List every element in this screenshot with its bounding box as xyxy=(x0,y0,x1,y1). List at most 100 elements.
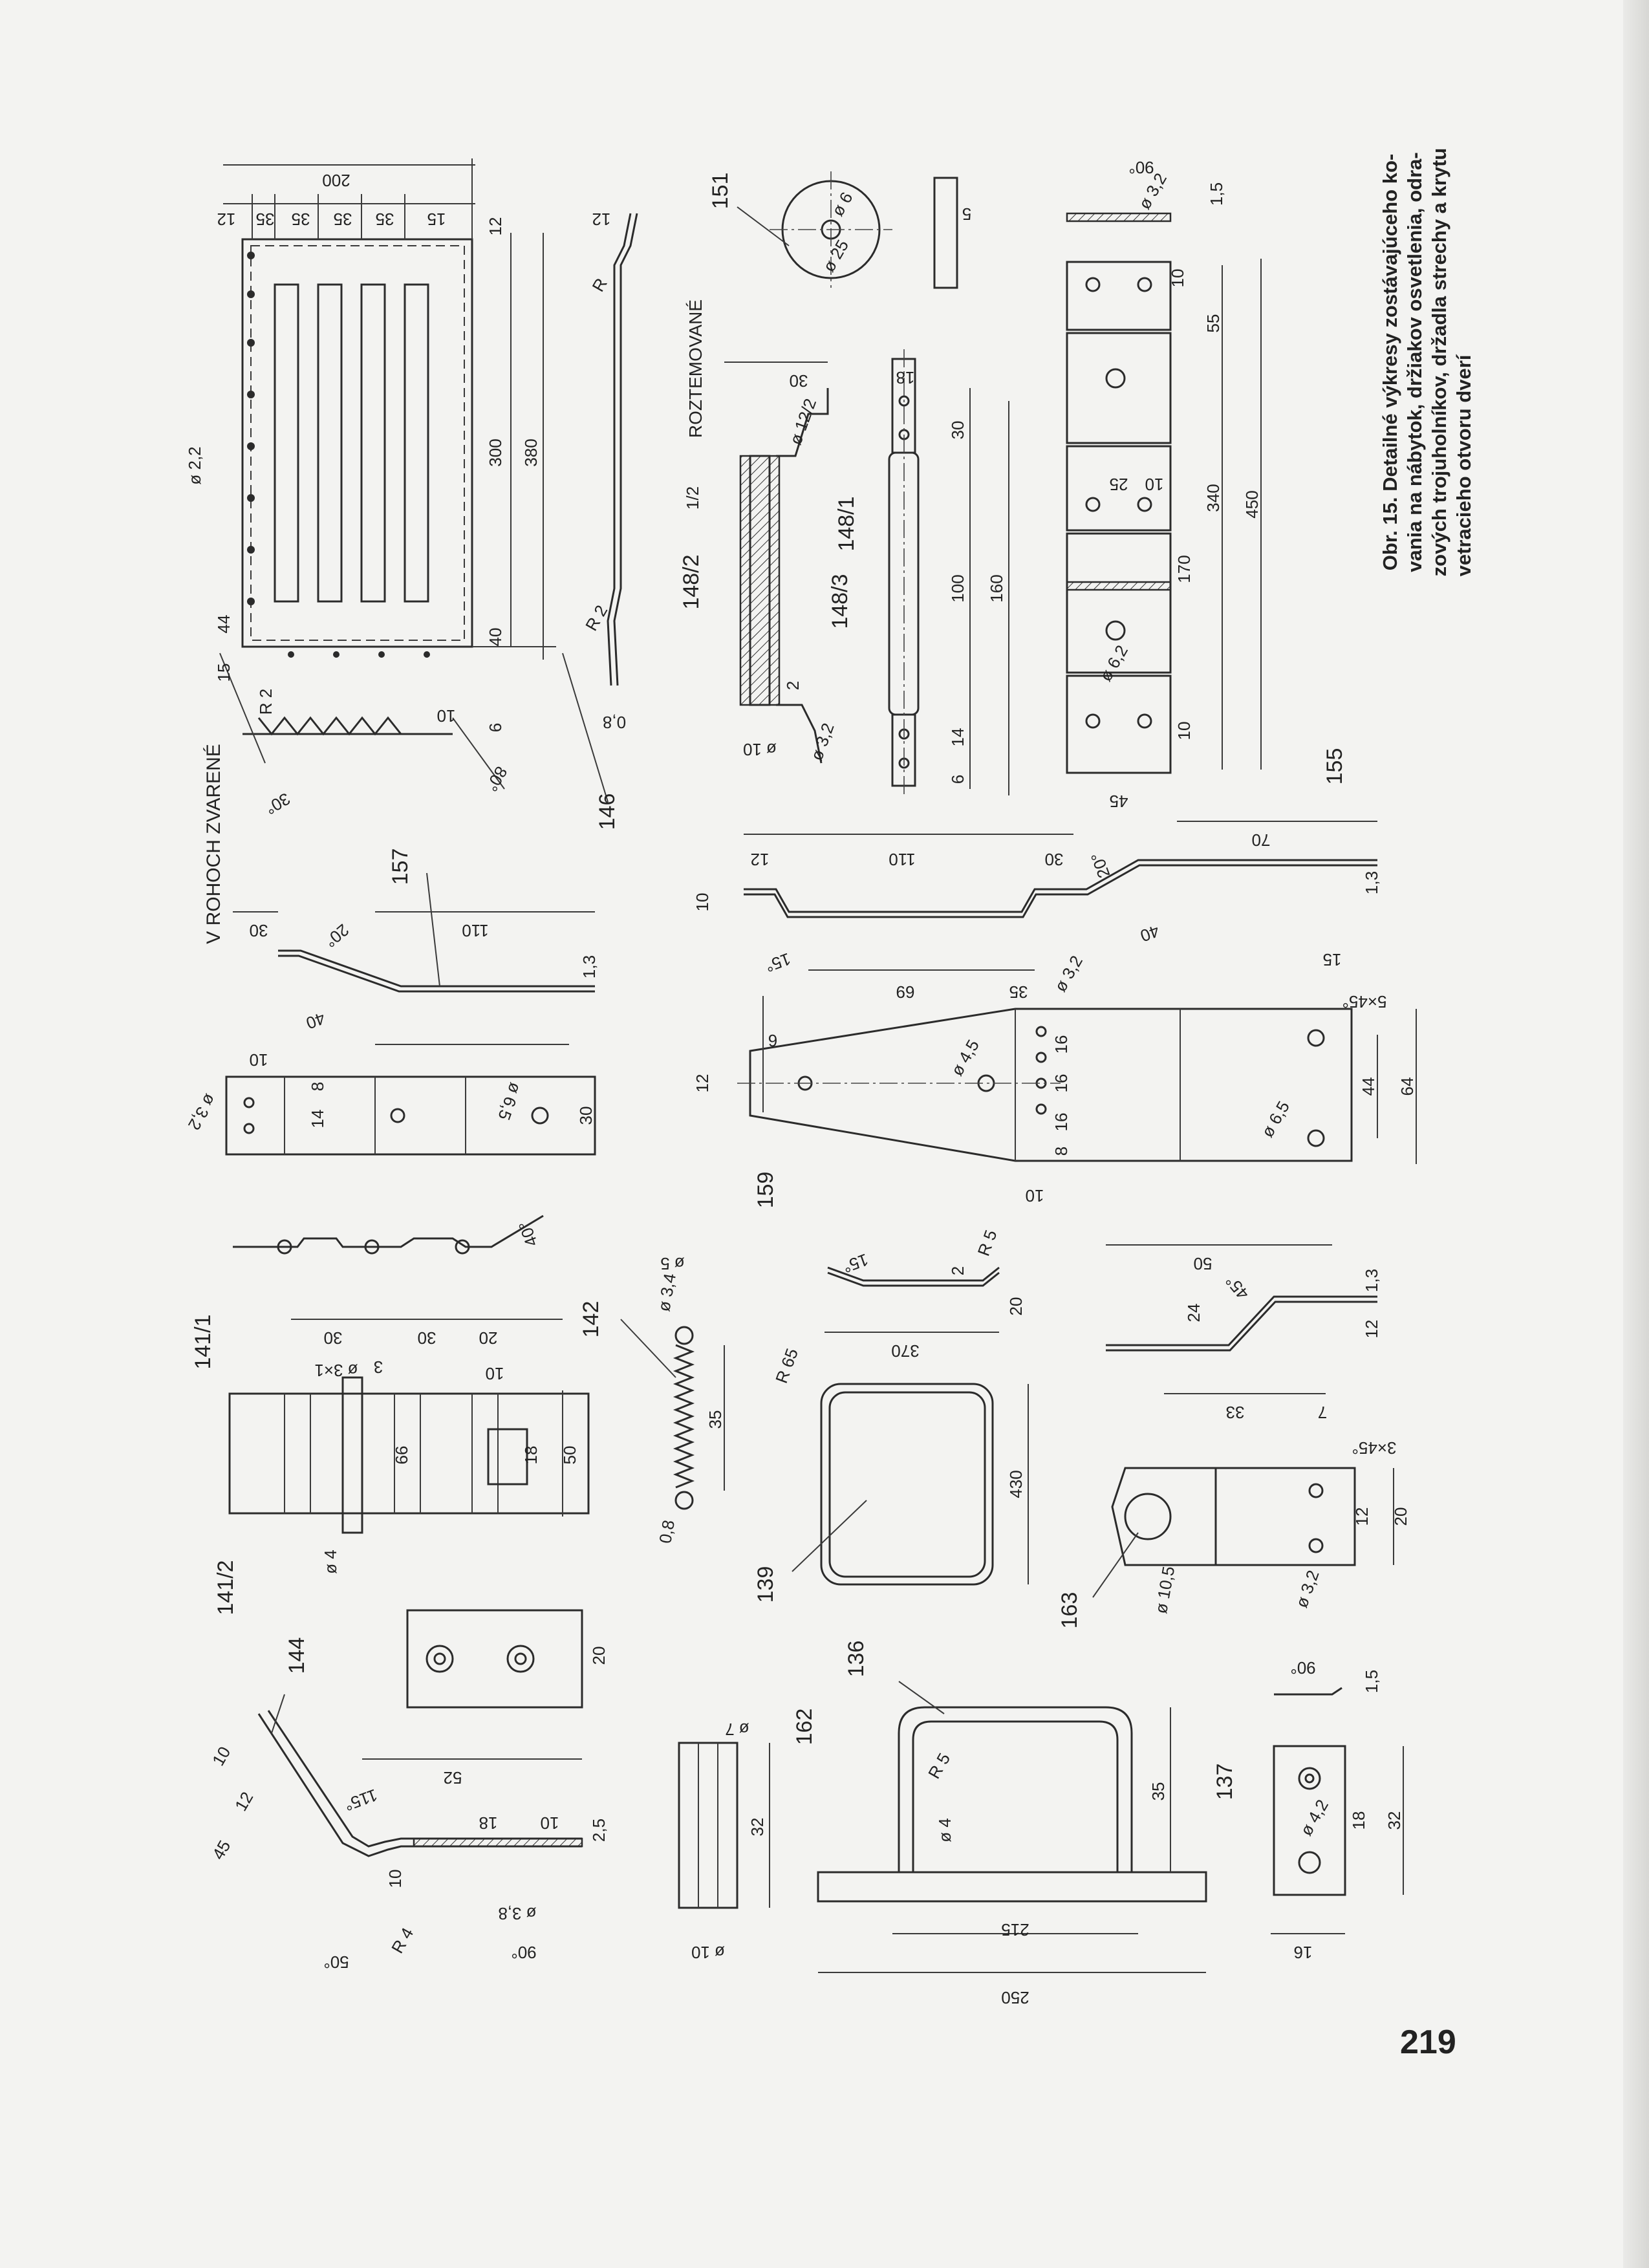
dim-155-g: 10 xyxy=(1145,475,1164,494)
dim-141-h: 66 xyxy=(392,1446,411,1465)
dim-146-b: 35 xyxy=(256,210,275,229)
dim-163-d: ø 10,5 xyxy=(1151,1565,1178,1615)
dim-rail-a: 12 xyxy=(751,850,770,869)
dim-rail-d: 30 xyxy=(1045,850,1064,869)
part-151-drawing xyxy=(737,171,958,289)
part-157-drawing xyxy=(233,872,595,993)
dim-144-a: 20 xyxy=(589,1647,609,1665)
label-148-1: 148/1 xyxy=(834,496,859,551)
dim-136-d: 215 xyxy=(1001,1920,1029,1939)
part-155-labels: 90° ø 3,2 1,5 10 55 25 10 340 450 170 ø … xyxy=(1095,158,1347,811)
part-139-drawing xyxy=(792,1266,1029,1586)
dim-142-c: 35 xyxy=(706,1410,725,1429)
dim-159-k: 16 xyxy=(1051,1113,1071,1132)
part-162-drawing xyxy=(678,1742,770,1909)
dim-142-a: ø 5 xyxy=(660,1254,685,1273)
label-148-2: 148/2 xyxy=(679,554,704,609)
dim-141-g: 10 xyxy=(486,1364,504,1383)
label-139: 139 xyxy=(753,1566,778,1603)
dim-159-o: 44 xyxy=(1359,1077,1378,1096)
dim-144-g: 18 xyxy=(479,1813,498,1833)
dim-144-i: 2,5 xyxy=(589,1819,609,1842)
dim-151-b: ø 25 xyxy=(819,236,852,275)
dim-146-r: 80° xyxy=(482,763,512,795)
part-155-drawing xyxy=(1066,212,1262,774)
dim-144-l: 90° xyxy=(511,1943,536,1962)
dim-141-i: 18 xyxy=(521,1446,541,1465)
page-edge-shadow xyxy=(1623,0,1649,2268)
dim-148-l: 1/2 xyxy=(683,486,702,510)
dim-146-f: 15 xyxy=(427,210,446,229)
dim-142-b: ø 3,4 xyxy=(654,1272,680,1313)
dim-146-p: 6 xyxy=(486,723,505,732)
dim-159-j: 16 xyxy=(1051,1074,1071,1093)
dim-137-f: 16 xyxy=(1294,1943,1313,1962)
dim-155-j: 170 xyxy=(1174,555,1194,583)
dim-146-n: R 2 xyxy=(256,689,275,715)
dim-155-i: 450 xyxy=(1242,490,1262,518)
dim-144-j: 10 xyxy=(385,1870,405,1888)
dim-rail-i: 1,3 xyxy=(1362,871,1381,894)
dim-151-a: ø 6 xyxy=(828,189,857,220)
dim-148-g: 14 xyxy=(948,728,967,747)
dim-146-u: R 2 xyxy=(581,601,611,634)
dim-159-g: 12 xyxy=(693,1074,712,1093)
part-148-drawing xyxy=(724,349,1009,795)
dim-162-b: 32 xyxy=(748,1818,767,1837)
dim-163-f: 20 xyxy=(1391,1507,1410,1526)
part-141-drawing xyxy=(228,1215,590,1534)
dim-155-f: 25 xyxy=(1110,475,1128,494)
part-139-labels: 15° R 5 2 20 370 R 65 430 139 xyxy=(753,1227,1026,1603)
dim-148-a: 30 xyxy=(790,371,808,391)
part-146-labels: 200 12 35 35 35 35 15 12 300 380 40 15 4… xyxy=(185,171,626,944)
dim-136-e: 250 xyxy=(1001,1988,1029,2007)
part-163-labels: 33 7 3×45° ø 10,5 12 20 ø 3,2 163 xyxy=(1057,1403,1410,1628)
dim-157-b: 20° xyxy=(321,920,352,951)
part-137-labels: 90° 1,5 ø 4,2 18 32 16 137 xyxy=(1212,1658,1404,1962)
dim-rail-g: 70 xyxy=(1252,830,1271,850)
dim-144-b: 52 xyxy=(444,1768,462,1787)
part-142-labels: ø 5 ø 3,4 35 0,8 142 xyxy=(579,1254,725,1545)
dim-146-g: 12 xyxy=(486,217,505,236)
label-157: 157 xyxy=(388,848,413,885)
dim-163-g: ø 3,2 xyxy=(1291,1568,1322,1610)
dim-159-b: 35 xyxy=(1009,982,1028,1002)
dim-146-k: 15 xyxy=(214,664,233,682)
label-144: 144 xyxy=(285,1637,309,1674)
dim-148-h: 6 xyxy=(948,775,967,784)
dim-rail-b: 10 xyxy=(693,893,712,912)
dim-159-m: 10 xyxy=(1026,1186,1044,1205)
part-136-labels: R 5 ø 4 35 215 250 136 xyxy=(844,1641,1168,2007)
label-151: 151 xyxy=(708,173,733,210)
dim-plate-c: 8 xyxy=(308,1082,327,1091)
label-146: 146 xyxy=(595,794,620,830)
dim-142-d: 0,8 xyxy=(655,1518,678,1545)
dim-141-b: 30 xyxy=(324,1328,343,1348)
label-142: 142 xyxy=(579,1301,603,1338)
dim-plate-f: 30 xyxy=(576,1107,596,1125)
dim-144-k: ø 3,8 xyxy=(498,1904,536,1923)
dim-141-e: ø 3×1 xyxy=(314,1361,358,1380)
dim-159-f: 6 xyxy=(768,1031,777,1050)
part-146-drawing xyxy=(219,158,638,803)
dim-148-b: ø 12/2 xyxy=(786,396,820,448)
rail-part-labels: 12 10 110 30 20° 15° 70 40 1,3 xyxy=(693,830,1381,976)
dim-159-p: 64 xyxy=(1397,1077,1417,1096)
label-137: 137 xyxy=(1212,1764,1237,1800)
dim-146-l: 44 xyxy=(214,615,233,634)
caption-line-4: vetracieho otvoru dverí xyxy=(1452,354,1475,576)
dim-148-c: 18 xyxy=(896,368,915,387)
dim-141-k: ø 4 xyxy=(321,1550,340,1574)
dim-148-e: 100 xyxy=(948,574,967,602)
dim-148-i: 2 xyxy=(783,681,803,690)
dim-148-f: 160 xyxy=(987,574,1006,602)
dim-146-j: 40 xyxy=(486,628,505,647)
part-137-drawing xyxy=(1271,1687,1404,1934)
dim-146-h: 300 xyxy=(486,438,505,466)
dim-155-d: 10 xyxy=(1168,269,1187,288)
label-136: 136 xyxy=(844,1641,868,1678)
dim-157-c: 110 xyxy=(462,921,488,940)
dim-163-a: 33 xyxy=(1226,1403,1245,1422)
caption-line-2: vania na nábytok, držiakov osvetlenia, o… xyxy=(1403,152,1426,572)
dim-146-o: 10 xyxy=(437,706,456,726)
